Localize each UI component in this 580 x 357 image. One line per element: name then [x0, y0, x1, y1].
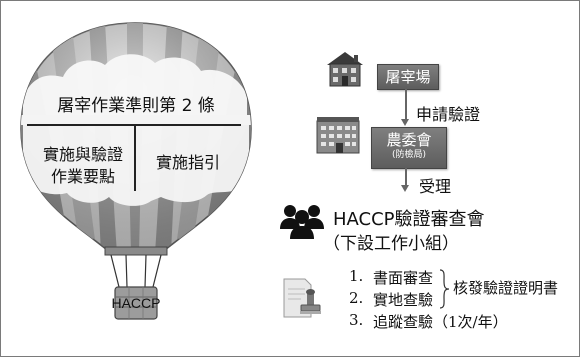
apply-label: 申請驗證	[416, 105, 481, 124]
hot-air-balloon-icon	[20, 22, 252, 320]
agency-box: 農委會 (防檢局)	[371, 127, 447, 169]
agency-sub-label: (防檢局)	[391, 150, 427, 160]
committee-line-2: （下設工作小組）	[323, 234, 459, 254]
connector-line	[405, 168, 407, 186]
step-1-text: 書面審查	[373, 269, 434, 287]
document-stamp-icon	[283, 278, 321, 318]
agency-label: 農委會	[386, 131, 432, 149]
committee-line-1: HACCP驗證審查會	[333, 209, 485, 230]
house-icon	[327, 52, 363, 87]
bracket-icon	[439, 269, 450, 309]
balloon-left-line-1: 實施與驗證	[42, 145, 123, 164]
step-2-text: 實地查驗	[373, 291, 434, 309]
step-3-text: 追蹤查驗（1次/年）	[373, 313, 508, 331]
step-1-number: 1.	[349, 267, 364, 285]
people-group-icon	[280, 205, 324, 239]
office-building-icon	[316, 117, 360, 154]
balloon-top-title: 屠宰作業準則第 2 條	[57, 96, 215, 116]
connector-line	[405, 89, 407, 121]
arrow-head-icon	[401, 185, 409, 192]
basket-label: HACCP	[111, 295, 161, 311]
balloon-right-section: 實施指引	[155, 153, 220, 172]
balloon-left-line-2: 作業要點	[50, 167, 115, 186]
slaughterhouse-box: 屠宰場	[377, 64, 439, 90]
certificate-label: 核發驗證證明書	[453, 279, 559, 297]
step-2-number: 2.	[349, 289, 364, 307]
arrow-head-icon	[401, 119, 409, 126]
accept-label: 受理	[419, 177, 452, 196]
step-3-number: 3.	[349, 311, 364, 329]
